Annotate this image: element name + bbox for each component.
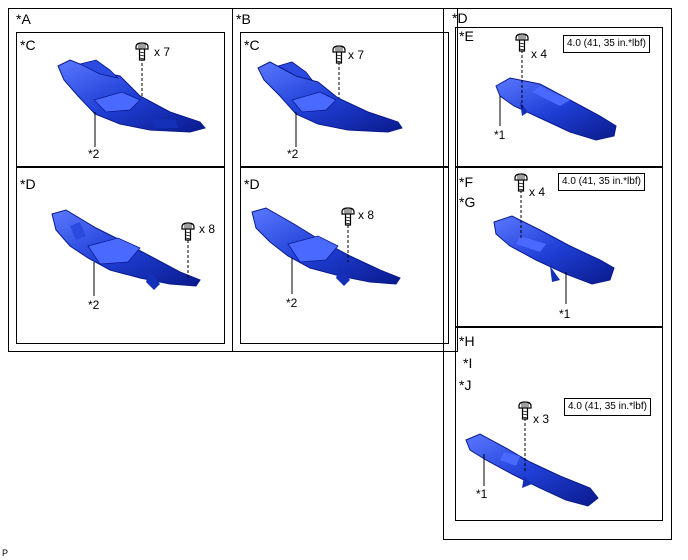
bolt-icon	[135, 42, 149, 61]
part-r3	[465, 433, 599, 507]
a-top-qty: x 7	[154, 45, 171, 59]
panel-d	[443, 8, 672, 540]
r2-callout: *1	[559, 307, 571, 321]
r3-torque-spec: 4.0 (41, 35 in.*lbf)	[564, 398, 651, 416]
r1-qty: x 4	[531, 47, 548, 61]
subpanel-r2	[455, 167, 663, 327]
subpanel-a-bottom	[16, 167, 225, 344]
b-top-label: *C	[244, 37, 260, 53]
r1-callout: *1	[494, 128, 506, 142]
bolt-icon	[518, 401, 532, 420]
panel-b	[232, 8, 458, 352]
bolt-icon	[514, 173, 528, 192]
part-b-bottom	[251, 207, 401, 286]
bolt-icon	[515, 33, 529, 52]
a-top-callout: *2	[88, 147, 100, 161]
b-top-callout: *2	[287, 147, 299, 161]
r2-qty: x 4	[529, 185, 546, 199]
part-a-bottom	[51, 209, 201, 290]
b-bottom-qty: x 8	[358, 208, 375, 222]
part-r1	[495, 77, 617, 141]
a-bottom-callout: *2	[88, 298, 100, 312]
panel-b-label: *B	[236, 11, 251, 27]
subpanel-b-bottom	[240, 167, 449, 344]
b-top-qty: x 7	[348, 48, 365, 62]
b-bottom-label: *D	[244, 176, 260, 192]
a-bottom-qty: x 8	[199, 222, 216, 236]
panel-d-label: *D	[452, 10, 468, 26]
part-r2	[493, 215, 615, 285]
r3-callout: *1	[476, 487, 488, 501]
bolt-icon	[181, 222, 195, 241]
r2-label-f: *F	[459, 174, 473, 190]
r3-label-h: *H	[459, 333, 475, 349]
b-bottom-callout: *2	[286, 296, 298, 310]
r2-label-g: *G	[459, 194, 476, 210]
footer-code: P	[2, 548, 9, 558]
r1-label: *E	[459, 28, 474, 44]
subpanel-b-top	[240, 32, 449, 167]
subpanel-a-top	[16, 32, 225, 167]
r3-qty: x 3	[533, 412, 550, 426]
r3-label-j: *J	[459, 377, 472, 393]
r2-torque-spec: 4.0 (41, 35 in.*lbf)	[558, 173, 645, 191]
subpanel-r1	[455, 27, 663, 167]
r3-label-i: *I	[463, 355, 473, 371]
a-bottom-label: *D	[20, 176, 36, 192]
bolt-icon	[332, 45, 346, 64]
panel-a-label: *A	[16, 11, 31, 27]
part-a-top	[57, 59, 206, 133]
r1-torque-spec: 4.0 (41, 35 in.*lbf)	[563, 35, 650, 53]
bolt-icon	[341, 207, 355, 226]
part-b-top	[257, 61, 403, 133]
a-top-label: *C	[20, 37, 36, 53]
subpanel-r3	[455, 327, 663, 521]
